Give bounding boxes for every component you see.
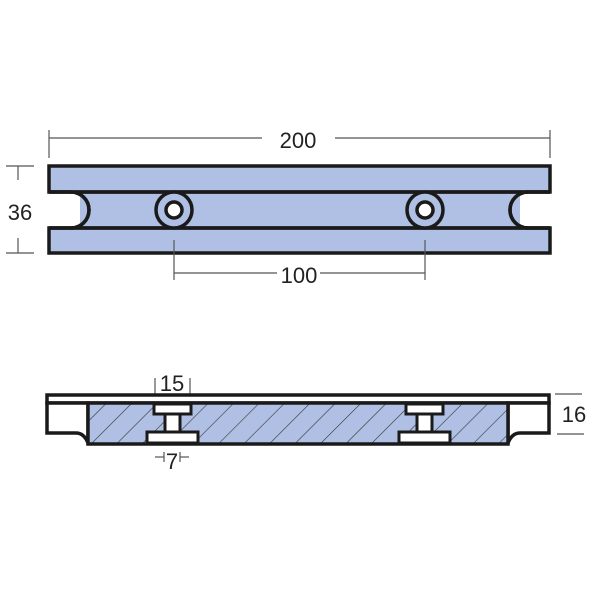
hole-spacing-label: 100 [281, 263, 318, 288]
length-label: 200 [280, 128, 317, 153]
left-end-wing [45, 401, 90, 444]
mounting-hole-left [154, 190, 194, 230]
length-dimension: 200 [48, 128, 551, 158]
right-end-wing [506, 401, 551, 444]
hole-spacing-dimension: 100 [173, 240, 426, 288]
side-view: 15 7 [45, 371, 586, 474]
thickness-dimension: 16 [555, 393, 586, 435]
height-label: 36 [8, 200, 32, 225]
insert-right [397, 402, 452, 445]
insert-head-label: 15 [160, 371, 184, 396]
insert-left [145, 402, 200, 445]
thickness-label: 16 [562, 402, 586, 427]
insert-shank-label: 7 [166, 449, 178, 474]
height-dimension: 36 [6, 165, 34, 254]
mounting-hole-right [405, 190, 445, 230]
insert-shank-dimension: 7 [155, 449, 189, 474]
insert-head-dimension: 15 [154, 371, 191, 396]
top-view: 200 36 [6, 128, 552, 288]
